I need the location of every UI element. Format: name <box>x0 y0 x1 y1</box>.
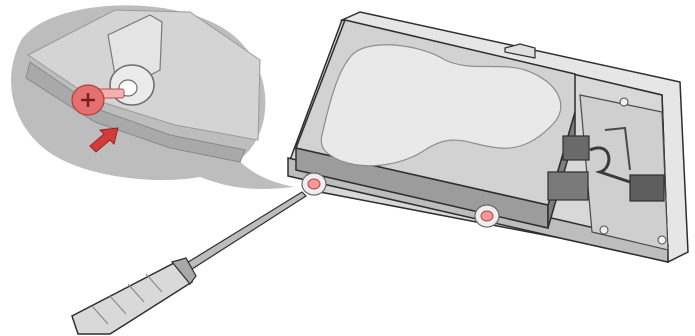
screwdriver-handle <box>72 262 192 334</box>
screw-icon <box>475 205 499 227</box>
screw-icon <box>302 173 326 195</box>
connector-block-1 <box>563 136 589 160</box>
connector-block-3 <box>630 175 664 201</box>
mount-hole-2 <box>600 226 608 234</box>
mount-hole-1 <box>620 98 628 106</box>
screwdriver-icon <box>72 192 306 334</box>
board-plate <box>580 95 668 250</box>
mount-hole-3 <box>658 236 666 244</box>
screwdriver-shaft <box>172 192 306 278</box>
hard-drive-icon <box>296 20 575 228</box>
zoom-callout <box>10 4 300 190</box>
connector-block-2 <box>548 172 588 200</box>
